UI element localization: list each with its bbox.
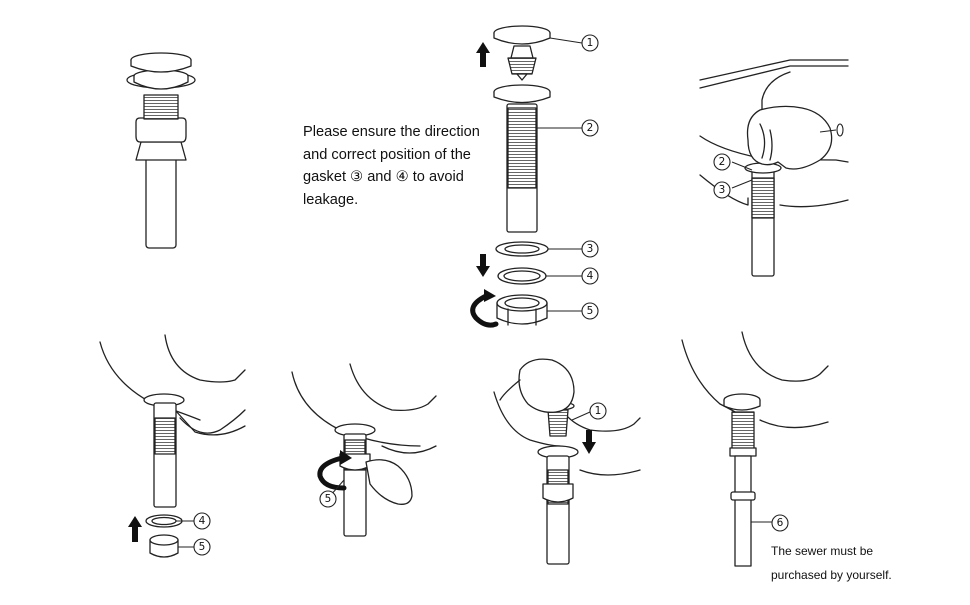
callout-numbers: 1 2 3 4 5 2 3 4 5 5 1 6	[199, 37, 784, 553]
sewer-note: The sewer must be purchased by yourself.	[771, 540, 892, 587]
instruction-line-3: gasket ③ and ④ to avoid	[303, 169, 464, 186]
callout-1-top	[581, 34, 599, 52]
num-4-bottom: 4	[199, 515, 206, 527]
num-5-bottom: 5	[199, 541, 206, 553]
instruction-line-2: and correct position of the	[303, 146, 471, 163]
assembled-drain	[126, 52, 196, 249]
sewer-line-1: The sewer must be	[771, 544, 874, 558]
num-2: 2	[587, 122, 594, 134]
callout-4-bottom	[193, 512, 211, 530]
num-1-mid: 1	[595, 405, 602, 417]
num-3-sink: 3	[719, 184, 726, 196]
callout-1-mid	[589, 402, 607, 420]
num-3: 3	[587, 243, 594, 255]
num-6: 6	[777, 517, 784, 529]
callout-5-top	[581, 302, 599, 320]
num-4: 4	[587, 270, 594, 282]
callout-3-top	[581, 240, 599, 258]
rotate-arrow-nut	[470, 293, 499, 328]
num-1: 1	[587, 37, 594, 49]
sink-bottom-mid-2	[493, 358, 641, 565]
sink-bottom-mid-1	[291, 363, 437, 537]
num-5: 5	[587, 305, 594, 317]
arrows-panel-2	[476, 42, 490, 277]
sink-bottom-right	[681, 331, 829, 567]
callout-5-mid	[319, 490, 337, 508]
callout-6	[771, 514, 789, 532]
gasket-instruction: Please ensure the direction and correct …	[303, 121, 523, 211]
callout-2-top	[581, 119, 599, 137]
callout-3-sink	[713, 181, 731, 199]
num-5-mid: 5	[325, 493, 332, 505]
callout-4-top	[581, 267, 599, 285]
sewer-line-2: purchased by yourself.	[771, 567, 892, 582]
callout-partial	[836, 123, 844, 137]
exploded-parts	[493, 25, 551, 326]
instruction-line-1: Please ensure the direction	[303, 124, 480, 140]
num-2-sink: 2	[719, 156, 726, 168]
sink-bottom-left	[99, 334, 246, 558]
callout-2-sink	[713, 153, 731, 171]
instruction-line-4: leakage.	[303, 191, 359, 208]
sink-top-right	[699, 59, 849, 277]
callout-circles	[193, 34, 844, 556]
leader-lines	[176, 37, 837, 548]
callout-5-bottom	[193, 538, 211, 556]
